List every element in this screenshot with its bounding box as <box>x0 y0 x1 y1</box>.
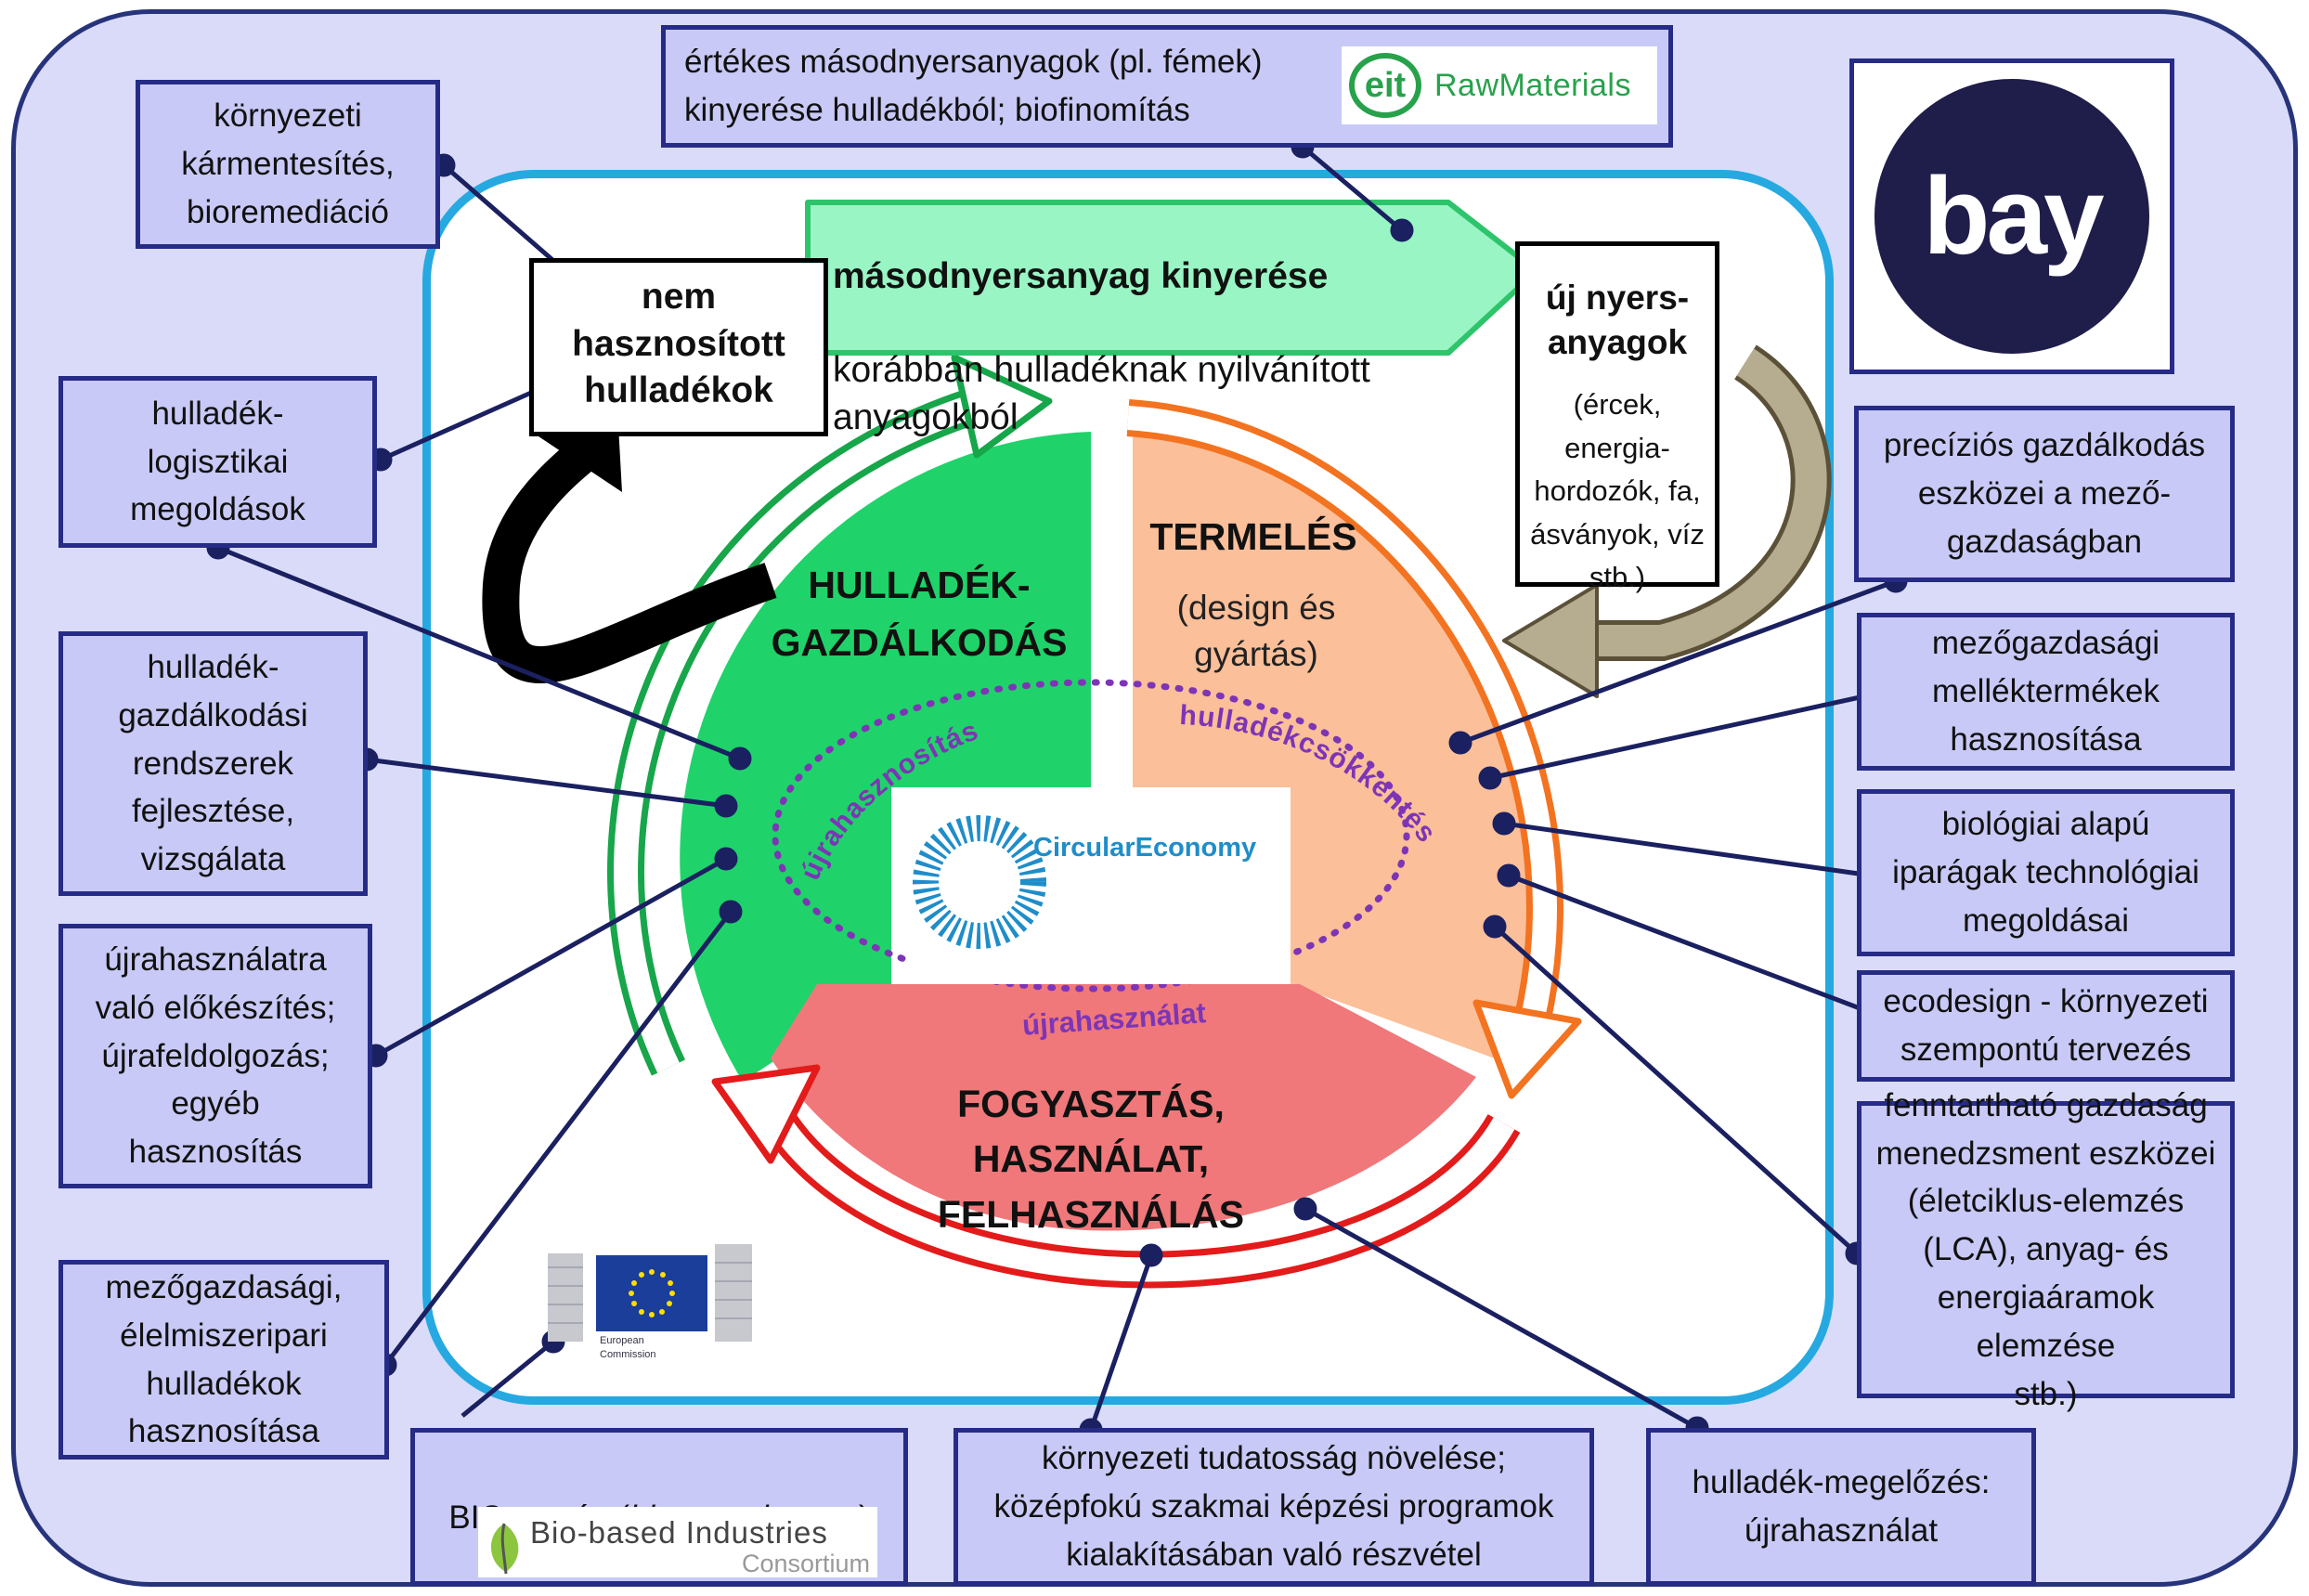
ec-logo-line2: Commission <box>600 1349 656 1360</box>
remediation-box: környezeti kármentesítés, bioremediáció <box>136 80 440 249</box>
eit-logo-icon: eit <box>1349 53 1421 118</box>
logistics-box: hulladék- logisztikai megoldások <box>58 376 377 548</box>
secondary-material-text: másodnyersanyag kinyerése korábban hulla… <box>833 206 1446 441</box>
waste-management-label: HULLADÉK- GAZDÁLKODÁS <box>771 564 1068 664</box>
circular-economy-logo-text: CircularEconomy <box>1033 833 1256 863</box>
waste-cycle-arrowhead <box>951 354 1053 459</box>
consumption-label: FOGYASZTÁS, HASZNÁLAT, FELHASZNÁLÁS <box>937 1083 1245 1236</box>
unused-waste-box: nem hasznosított hulladékok <box>529 258 828 436</box>
agri-byproducts-box: mezőgazdasági melléktermékek hasznosítás… <box>1857 613 2235 771</box>
secondary-raw-materials-text: értékes másodnyersanyagok (pl. fémek) ki… <box>684 44 1263 128</box>
bic-membership-box: BIC tagság (biconsortium.eu) Bio-based I… <box>410 1428 908 1586</box>
bay-logo-circle: bay ® <box>1874 79 2149 354</box>
eit-logo-name: RawMaterials <box>1434 67 1631 103</box>
black-arrow <box>482 431 777 684</box>
bay-logo-mark: ® <box>2068 237 2081 255</box>
reuse-preparation-box: újrahasználatra való előkészítés; újrafe… <box>58 924 372 1188</box>
consumption-sector <box>771 984 1476 1231</box>
bay-logo-text: bay <box>1923 155 2104 278</box>
production-subtitle: (design és gyártás) <box>1176 589 1336 673</box>
secondary-raw-materials-box: értékes másodnyersanyagok (pl. fémek) ki… <box>661 25 1673 148</box>
bay-logo: bay ® <box>1849 58 2174 374</box>
new-raw-materials-box: új nyers- anyagok (ércek, energia- hordo… <box>1515 241 1719 593</box>
sustainable-management-box: fenntartható gazdaság menedzsment eszköz… <box>1857 1087 2235 1412</box>
secondary-material-title: másodnyersanyag kinyerése <box>833 255 1329 296</box>
raw-material-arrowhead <box>1502 583 1599 698</box>
bio-industry-box: biológiai alapú iparágak technológiai me… <box>1857 789 2235 956</box>
bbi-logo-line2: Consortium <box>741 1550 870 1577</box>
agri-food-waste-box: mezőgazdasági, élelmiszeripari hulladéko… <box>58 1260 389 1460</box>
ec-logo-line1: European <box>600 1335 644 1346</box>
new-raw-materials-examples: (ércek, energia- hordozók, fa, ásványok,… <box>1530 388 1705 594</box>
eit-logo-badge: eit <box>1364 66 1407 105</box>
precision-agriculture-box: precíziós gazdálkodás eszközei a mező- g… <box>1854 406 2235 582</box>
consumption-cycle-arrowhead <box>711 1064 821 1164</box>
waste-management-sector <box>680 432 1091 1082</box>
environmental-awareness-box: környezeti tudatosság növelése; középfok… <box>953 1428 1594 1586</box>
waste-prevention-box: hulladék-megelőzés: újrahasználat <box>1646 1428 2036 1586</box>
production-label: TERMELÉS <box>1149 515 1357 558</box>
eu-flag <box>596 1255 707 1331</box>
ecodesign-box: ecodesign - környezeti szempontú tervezé… <box>1857 970 2235 1082</box>
bbi-logo-line1: Bio-based Industries <box>530 1515 828 1550</box>
new-raw-materials-title: új nyers- anyagok <box>1545 279 1690 362</box>
leaf-icon <box>490 1523 519 1575</box>
ec-building-icon <box>548 1244 752 1342</box>
circular-economy-icon <box>913 815 1046 949</box>
eit-rawmaterials-logo: eit RawMaterials <box>1342 46 1657 124</box>
dotted-cycle-ellipse <box>772 679 1410 993</box>
production-cycle-arrowhead <box>1472 999 1582 1099</box>
european-commission-logo: European Commission <box>548 1216 766 1369</box>
waste-systems-box: hulladék- gazdálkodási rendszerek fejles… <box>58 631 368 896</box>
bio-based-industries-logo: Bio-based Industries Consortium <box>478 1507 877 1577</box>
secondary-material-subtitle: korábban hulladéknak nyilvánított anyago… <box>833 350 1370 437</box>
